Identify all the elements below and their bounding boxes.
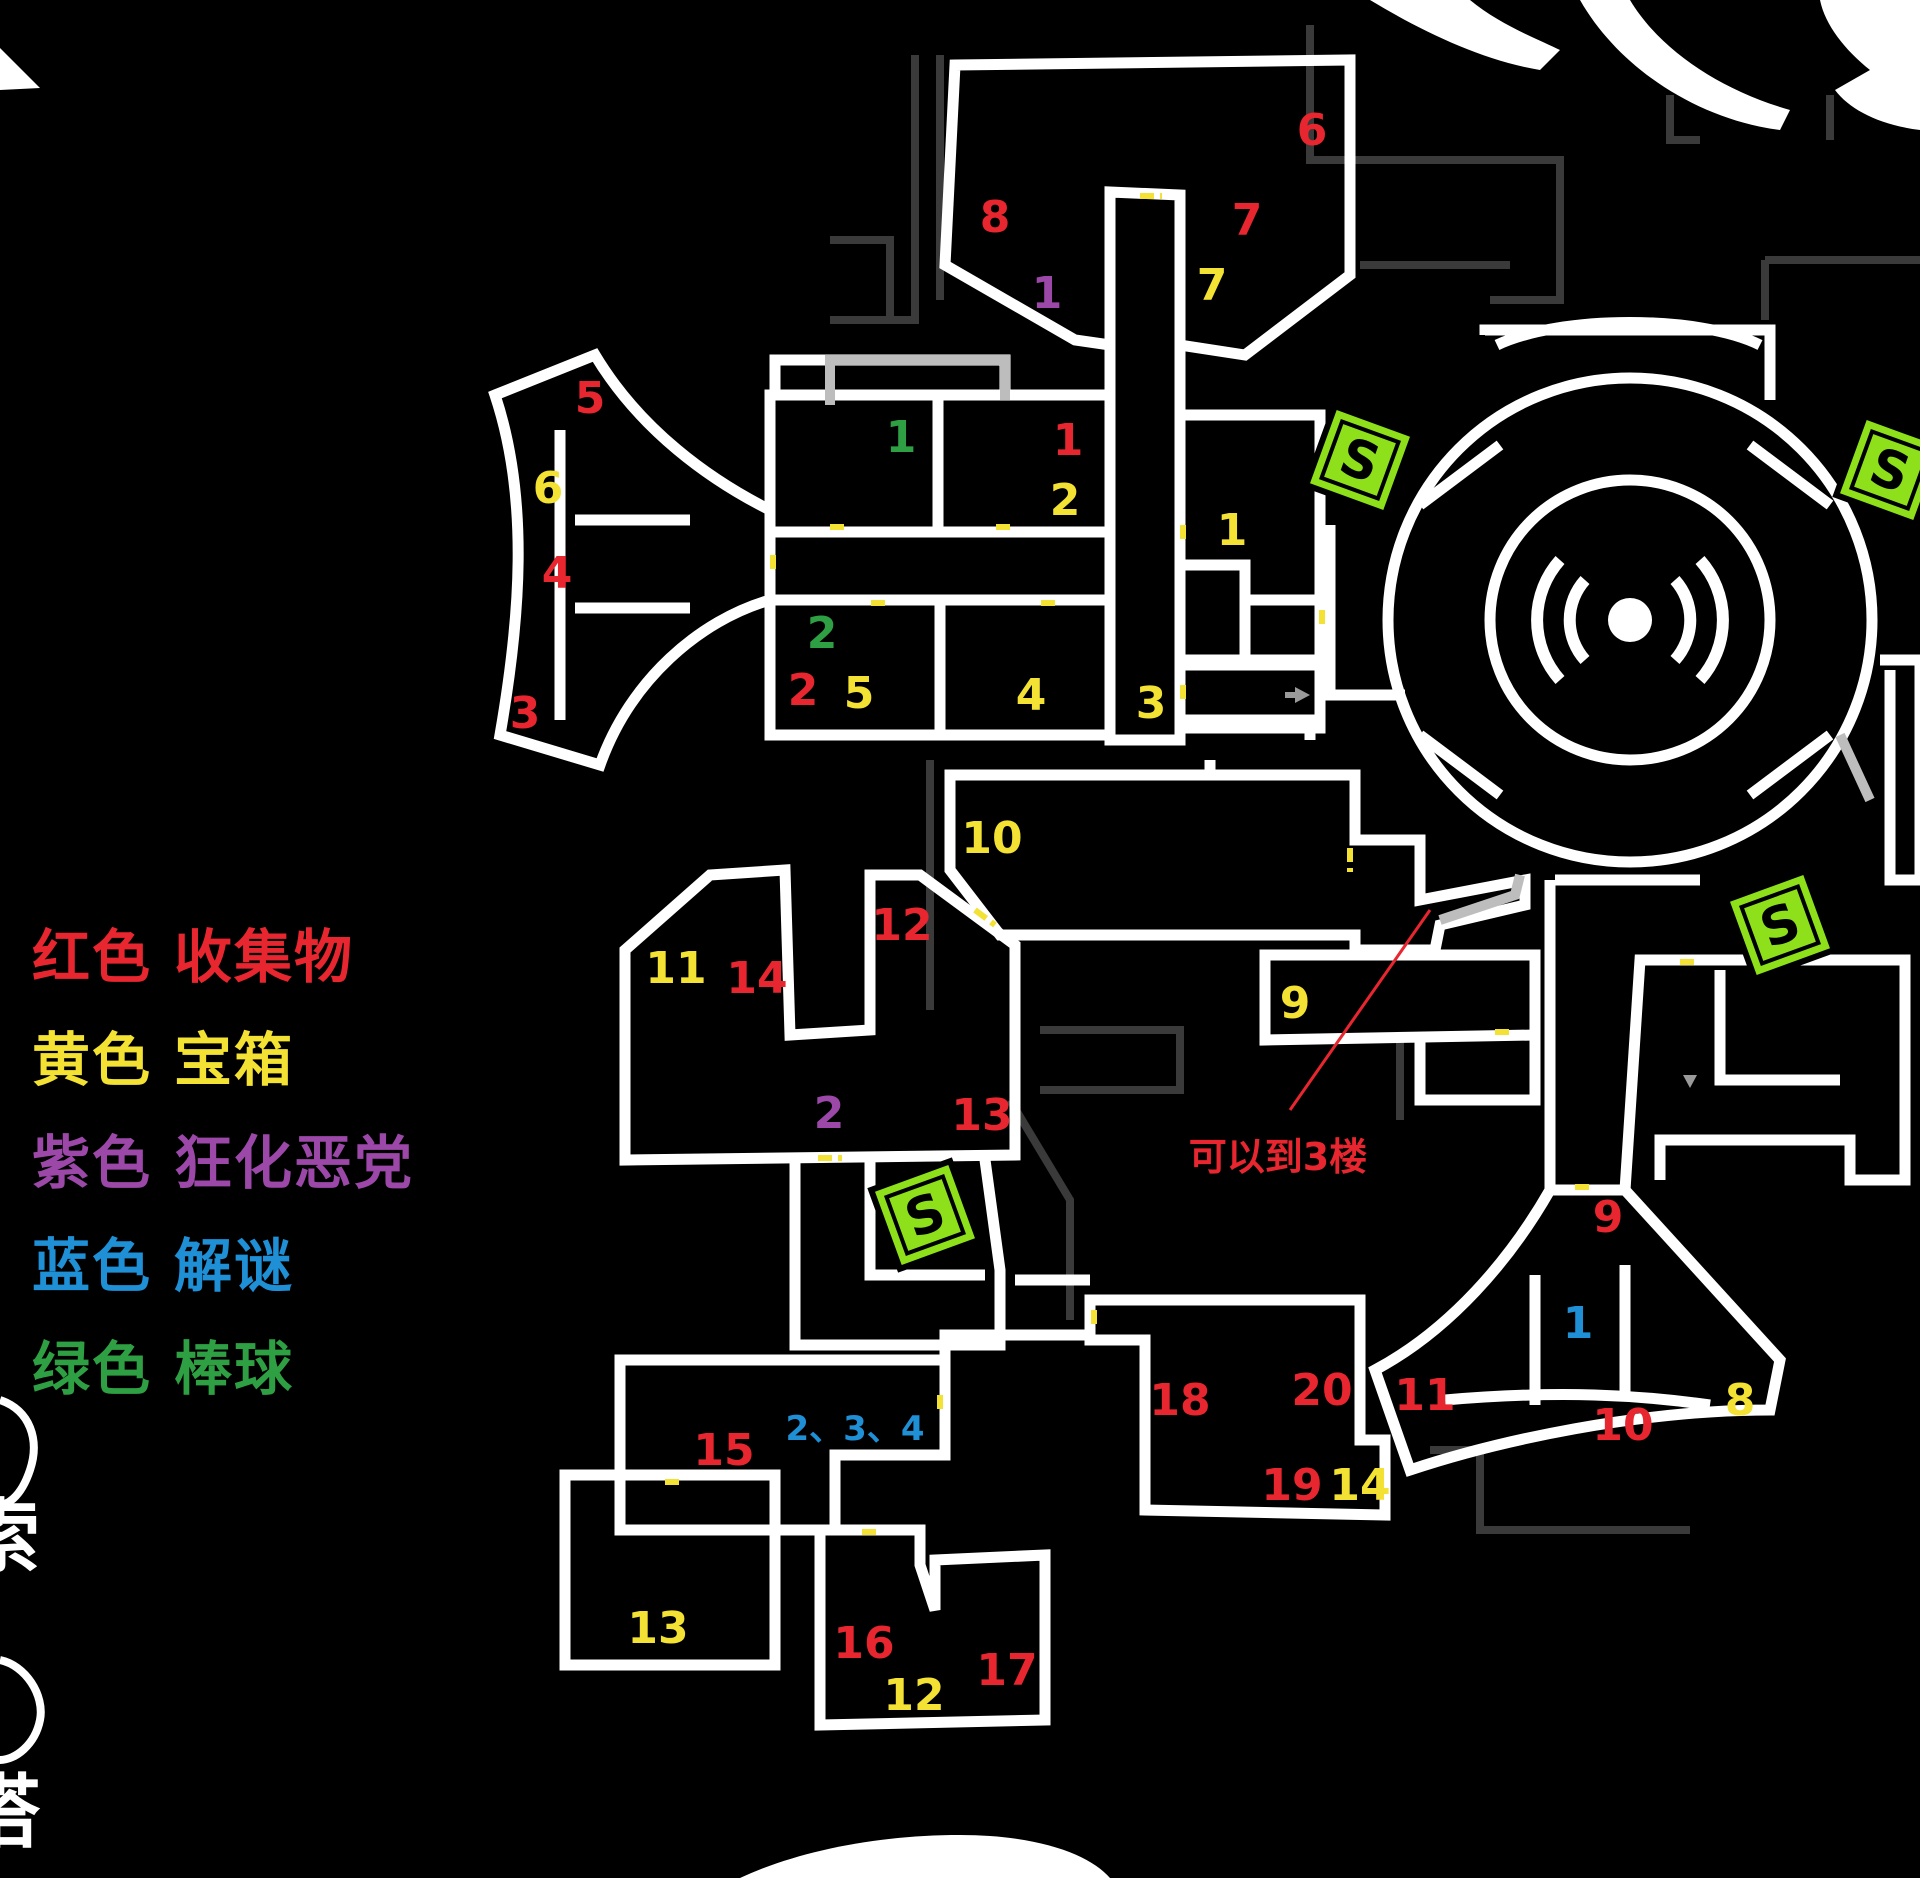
hub-center-icon xyxy=(1531,556,1729,684)
legend-meaning: 收集物 xyxy=(174,922,355,991)
marker-red-6: 6 xyxy=(1297,105,1328,156)
marker-red-13: 13 xyxy=(951,1090,1012,1141)
marker-red-11: 11 xyxy=(1394,1370,1455,1421)
marker-red-12: 12 xyxy=(871,900,932,951)
save-point-box xyxy=(1832,412,1920,528)
marker-yellow-13: 13 xyxy=(627,1603,688,1654)
legend-item-red: 红色 收集物 xyxy=(32,900,452,1003)
save-point-icon: S xyxy=(1302,402,1418,518)
side-glyphs: 索 塔 xyxy=(0,1491,41,1859)
marker-yellow-4: 4 xyxy=(1016,670,1047,721)
room-walls xyxy=(488,54,1920,1731)
marker-yellow-9: 9 xyxy=(1280,978,1311,1029)
marker-red-2: 2 xyxy=(788,665,819,716)
marker-red-10: 10 xyxy=(1592,1400,1653,1451)
save-point-inner xyxy=(1738,883,1822,967)
annotation-label: 可以到3楼 xyxy=(1189,1135,1367,1179)
side-emblems xyxy=(0,1396,45,1764)
marker-red-1: 1 xyxy=(1053,415,1084,466)
legend-color-label: 紫色 xyxy=(32,1128,153,1197)
save-point-box xyxy=(1722,867,1838,983)
save-point-inner xyxy=(1848,428,1920,512)
save-point-box xyxy=(867,1157,983,1273)
marker-yellow-8: 8 xyxy=(1725,1375,1756,1426)
marker-yellow-11: 11 xyxy=(645,943,706,994)
marker-yellow-7: 7 xyxy=(1197,260,1228,311)
save-point-inner xyxy=(1318,418,1402,502)
save-point-icon: S xyxy=(1722,867,1838,983)
marker-yellow-2: 2 xyxy=(1050,475,1081,526)
arrow-right-icon xyxy=(1285,687,1310,703)
gray-walls xyxy=(825,355,1875,925)
marker-yellow-10: 10 xyxy=(961,813,1022,864)
marker-red-17: 17 xyxy=(976,1645,1037,1696)
marker-green-2: 2 xyxy=(807,608,838,659)
legend-item-yellow: 黄色 宝箱 xyxy=(32,1003,452,1106)
marker-red-15: 15 xyxy=(693,1425,754,1476)
stairs-icons xyxy=(1285,687,1697,1088)
marker-red-18: 18 xyxy=(1149,1375,1210,1426)
legend-item-purple: 紫色 狂化恶党 xyxy=(32,1106,452,1209)
legend-meaning: 宝箱 xyxy=(174,1025,295,1094)
marker-red-5: 5 xyxy=(575,373,606,424)
legend-color-label: 红色 xyxy=(32,922,153,991)
legend-color-label: 蓝色 xyxy=(32,1231,153,1300)
legend-item-green: 绿色 棒球 xyxy=(32,1312,452,1415)
marker-green-1: 1 xyxy=(886,412,917,463)
legend-color-label: 绿色 xyxy=(32,1334,153,1403)
marker-blue-2: 2、3、4 xyxy=(786,1409,925,1449)
marker-red-14: 14 xyxy=(726,953,787,1004)
marker-purple-1: 1 xyxy=(1032,268,1063,319)
side-glyph-2: 塔 xyxy=(0,1766,41,1859)
save-point-box xyxy=(1302,402,1418,518)
save-points: S S S S xyxy=(867,402,1920,1273)
marker-red-3: 3 xyxy=(510,688,541,739)
marker-red-20: 20 xyxy=(1291,1365,1352,1416)
legend: 红色 收集物 黄色 宝箱 紫色 狂化恶党 蓝色 解谜 绿色 棒球 xyxy=(32,900,452,1415)
save-point-icon: S xyxy=(1832,412,1920,528)
marker-yellow-5: 5 xyxy=(844,668,875,719)
marker-yellow-6: 6 xyxy=(533,463,564,514)
legend-item-blue: 蓝色 解谜 xyxy=(32,1209,452,1312)
arrow-down-icon xyxy=(1683,1075,1697,1088)
save-point-icon: S xyxy=(867,1157,983,1273)
marker-red-7: 7 xyxy=(1232,195,1263,246)
annotation-pointer xyxy=(1288,909,1432,1111)
marker-yellow-3: 3 xyxy=(1136,678,1167,729)
legend-meaning: 狂化恶党 xyxy=(174,1128,415,1197)
save-point-inner xyxy=(883,1173,967,1257)
legend-meaning: 解谜 xyxy=(174,1231,295,1300)
marker-blue-1: 1 xyxy=(1563,1298,1594,1349)
marker-red-9: 9 xyxy=(1593,1192,1624,1243)
legend-meaning: 棒球 xyxy=(174,1334,295,1403)
marker-yellow-1: 1 xyxy=(1217,505,1248,556)
doors xyxy=(665,193,1695,1535)
markers: 1234567891011121314151617181920123456789… xyxy=(510,105,1756,1721)
marker-red-19: 19 xyxy=(1261,1460,1322,1511)
marker-yellow-12: 12 xyxy=(883,1670,944,1721)
legend-color-label: 黄色 xyxy=(32,1025,153,1094)
marker-purple-2: 2 xyxy=(814,1088,845,1139)
marker-red-4: 4 xyxy=(542,548,573,599)
marker-red-16: 16 xyxy=(833,1618,894,1669)
marker-yellow-14: 14 xyxy=(1329,1460,1390,1511)
marker-red-8: 8 xyxy=(980,192,1011,243)
